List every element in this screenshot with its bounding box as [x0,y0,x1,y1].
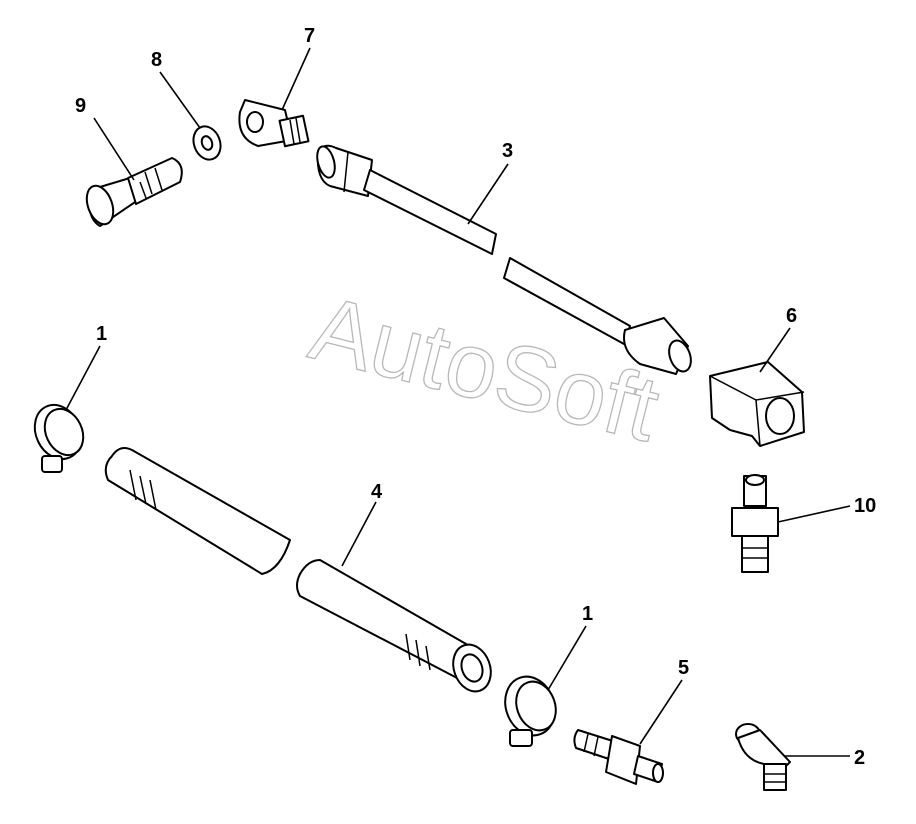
callout-1-bottom: 1 [582,603,593,625]
callout-8: 8 [151,49,162,71]
elbow-fitting-part [735,723,791,791]
callout-2: 2 [854,747,865,769]
leader-lines [65,47,851,757]
callout-3: 3 [502,140,513,162]
eye-fitting-part [238,99,310,148]
washer-part [192,125,222,161]
callout-7: 7 [304,25,315,47]
callout-5: 5 [678,657,689,679]
watermark: AutoSoft [301,277,668,461]
callout-6: 6 [786,305,797,327]
hose-nipple-part [573,729,664,785]
tube-assembly-part [316,144,692,375]
adapter-part [731,474,779,573]
callout-4: 4 [371,481,383,503]
block-part [709,361,805,447]
clamp-top-left-part [33,403,85,473]
banjo-bolt-part [85,157,183,227]
callout-10: 10 [854,495,876,517]
clamp-bottom-part [504,675,557,747]
callout-labels: 1 1 2 3 4 5 6 7 8 9 10 [75,25,876,769]
callout-9: 9 [75,95,86,117]
hose-part [104,447,492,693]
callout-1-top: 1 [96,323,107,345]
